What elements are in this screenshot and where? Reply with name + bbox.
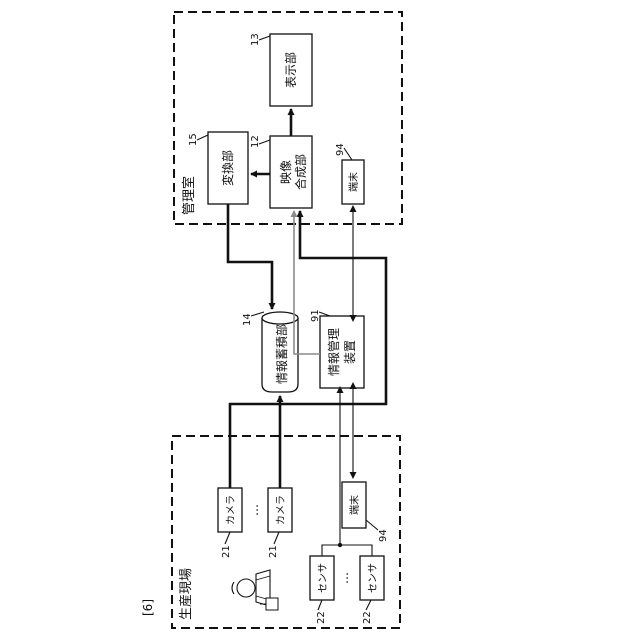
camera-ellipsis: … [247, 504, 261, 516]
info-storage-ref: 14 [242, 313, 253, 326]
sensor-bus [322, 545, 372, 556]
camera-1-leader [225, 532, 230, 544]
info-manager-label-line1: 情報管理 [326, 328, 341, 376]
sensor-2-label: センサ [367, 563, 379, 593]
camera-2-leader [274, 532, 279, 544]
camera-1-ref: 21 [221, 545, 232, 558]
worker-head [237, 579, 255, 597]
management-room-label: 管理室 [181, 176, 197, 215]
arrow-converter-to-storage [228, 204, 272, 309]
figure-label: [6] [141, 599, 155, 616]
video-compositor-label-line1: 映像 [279, 160, 293, 184]
sensor-2-ref: 22 [362, 611, 373, 624]
info-storage-top [262, 312, 298, 324]
terminal-management-label: 端末 [347, 172, 360, 192]
sensor-1-leader [318, 600, 322, 610]
sensor-2-leader [366, 600, 371, 610]
info-manager-ref: 91 [310, 309, 321, 322]
terminal-site-leader [366, 520, 378, 530]
sensor-bus-junction [338, 543, 342, 547]
info-storage-label: 情報蓄積部 [274, 324, 289, 384]
display-unit-label: 表示部 [283, 52, 298, 88]
video-compositor-ref: 12 [250, 135, 261, 148]
equipment-icon-body [266, 598, 278, 610]
terminal-management-ref: 94 [335, 143, 346, 156]
video-compositor-label-line2: 合成部 [293, 154, 308, 190]
camera-1-label: カメラ [225, 495, 237, 525]
sensor-1-ref: 22 [316, 611, 327, 624]
camera-2-ref: 21 [268, 545, 279, 558]
sensor-1-label: センサ [317, 563, 329, 593]
info-manager-label-line2: 装置 [343, 340, 357, 364]
camera-2-label: カメラ [275, 495, 287, 525]
worker-helmet-brim [232, 582, 234, 594]
terminal-site-ref: 94 [378, 529, 389, 542]
worker-figure [232, 570, 270, 606]
converter-unit-label: 変換部 [220, 150, 235, 186]
sensor-ellipsis: … [337, 572, 351, 584]
terminal-site-label: 端末 [348, 495, 361, 515]
production-site-label: 生産現場 [178, 568, 194, 620]
